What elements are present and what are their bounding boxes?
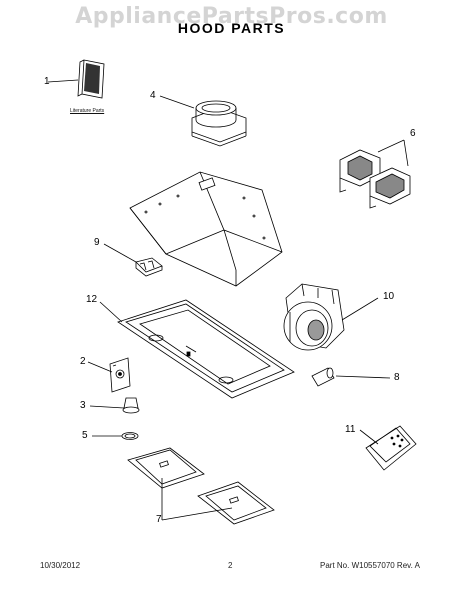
page-title: HOOD PARTS: [177, 20, 286, 36]
callout-3: 3: [80, 400, 86, 411]
callout-8: 8: [394, 372, 400, 383]
callout-2: 2: [80, 356, 86, 367]
leader-line-4: [159, 95, 195, 109]
callout-9: 9: [94, 237, 100, 248]
grease-filter-part: [127, 447, 205, 489]
leader-line-9: [103, 243, 137, 263]
bottom-panel-part: [117, 299, 295, 399]
lens-part: [121, 432, 139, 440]
literature-booklet-part: [77, 59, 105, 99]
leader-line-1: [47, 79, 79, 83]
leader-line-10: [341, 297, 379, 321]
callout-4: 4: [150, 90, 156, 101]
callout-5: 5: [82, 430, 88, 441]
grease-filter-part-2: [197, 481, 275, 525]
switch-part: [135, 257, 163, 277]
callout-7: 7: [156, 514, 162, 525]
hood-enclosure-part: [129, 171, 283, 287]
leader-line-6b: [403, 139, 409, 167]
footer-part-number: Part No. W10557070 Rev. A: [320, 561, 420, 570]
footer-page-number: 2: [228, 561, 233, 570]
callout-12: 12: [86, 294, 98, 305]
callout-10: 10: [383, 291, 395, 302]
footer-date: 10/30/2012: [40, 561, 81, 570]
callout-6: 6: [410, 128, 416, 139]
leader-line-7b: [161, 507, 233, 521]
leader-line-6a: [377, 139, 405, 153]
leader-line-12: [99, 301, 123, 323]
leader-line-11: [359, 429, 379, 445]
light-socket-part: [109, 357, 131, 393]
literature-parts-label: Literature Parts: [70, 108, 105, 114]
bulb-part: [122, 397, 140, 414]
leader-line-2: [87, 361, 113, 373]
callout-1: 1: [44, 76, 50, 87]
leader-line-3: [89, 405, 125, 409]
leader-line-8: [335, 375, 391, 379]
blower-part: [283, 283, 345, 351]
parts-bag-part: [365, 425, 417, 471]
watermark: AppliancePartsPros.com: [75, 4, 388, 29]
damper-part: [191, 100, 247, 147]
callout-11: 11: [345, 424, 356, 435]
capacitor-part: [311, 367, 335, 387]
mounting-brackets-part: [339, 149, 411, 209]
